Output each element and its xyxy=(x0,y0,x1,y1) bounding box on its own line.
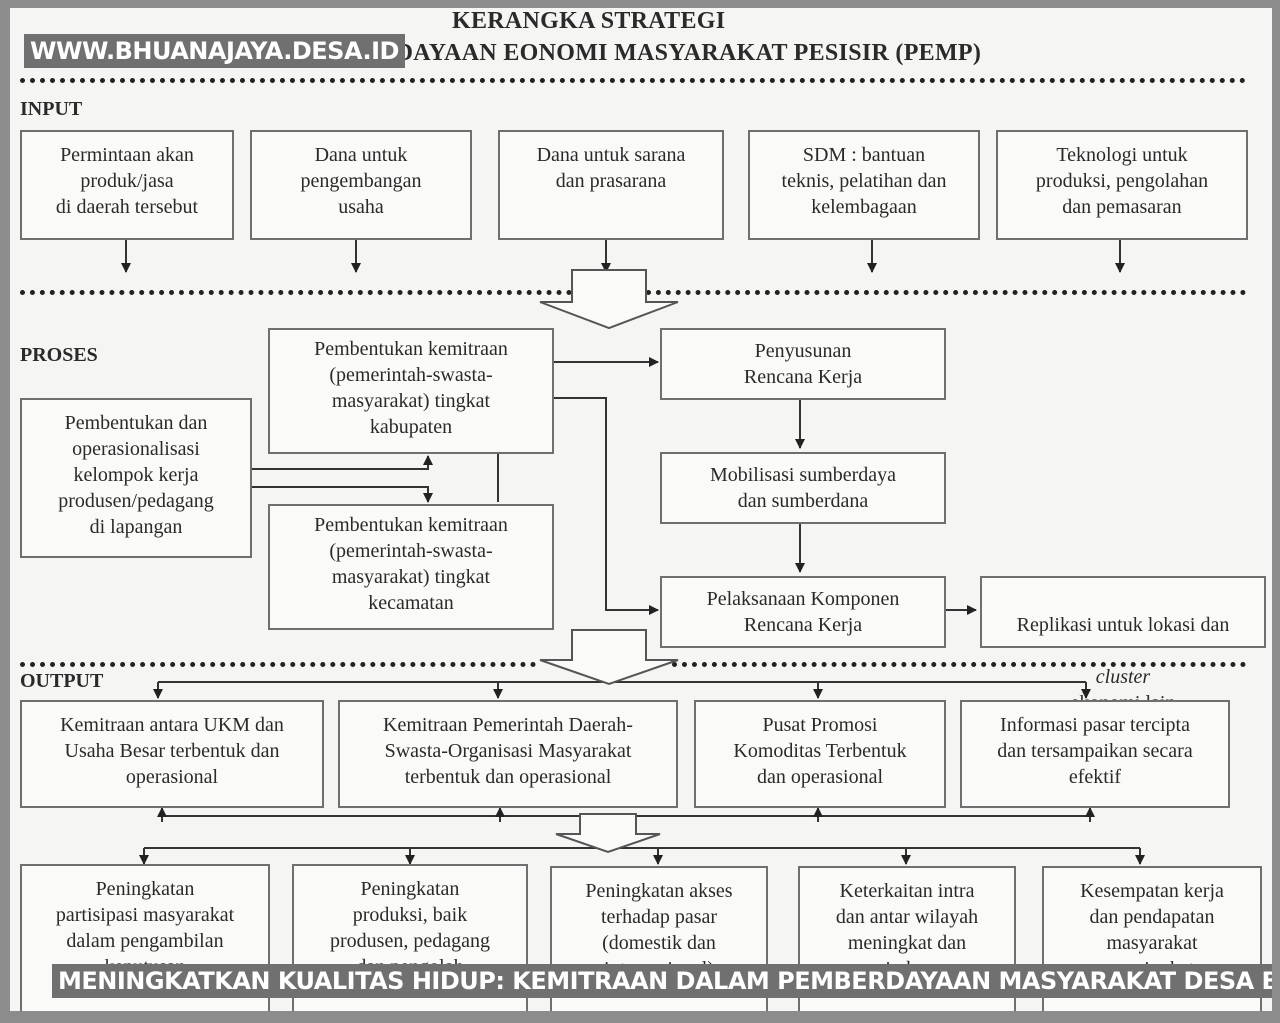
input-box-sdm: SDM : bantuan teknis, pelatihan dan kele… xyxy=(748,130,980,240)
replikasi-text-cluster: cluster xyxy=(1095,666,1151,688)
process-box-kemitraan-kecamatan: Pembentukan kemitraan (pemerintah-swasta… xyxy=(268,504,554,630)
output-box-kemitraan-pemda: Kemitraan Pemerintah Daerah- Swasta-Orga… xyxy=(338,700,678,808)
process-box-replikasi: Replikasi untuk lokasi dan cluster ekono… xyxy=(980,576,1266,714)
watermark-banner: WWW.BHUANAJAYA.DESA.ID xyxy=(24,34,405,68)
output-box-pusat-promosi: Pusat Promosi Komoditas Terbentuk dan op… xyxy=(694,700,946,808)
separator-top xyxy=(20,78,1246,83)
replikasi-text-prefix: Replikasi untuk lokasi dan xyxy=(1016,614,1230,636)
process-box-pelaksanaan: Pelaksanaan Komponen Rencana Kerja xyxy=(660,576,946,648)
input-box-dana-usaha: Dana untuk pengembangan usaha xyxy=(250,130,472,240)
process-box-kelompok-kerja: Pembentukan dan operasionalisasi kelompo… xyxy=(20,398,252,558)
diagram-title-line1: KERANGKA STRATEGI xyxy=(452,8,726,34)
separator-proses-output-right xyxy=(672,662,1246,667)
process-box-rencana-kerja: Penyusunan Rencana Kerja xyxy=(660,328,946,400)
connector-lines xyxy=(121,240,1145,865)
section-label-output: OUTPUT xyxy=(20,670,104,692)
output-box-kemitraan-ukm: Kemitraan antara UKM dan Usaha Besar ter… xyxy=(20,700,324,808)
separator-input-proses-left xyxy=(20,290,572,295)
input-box-teknologi: Teknologi untuk produksi, pengolahan dan… xyxy=(996,130,1248,240)
separator-proses-output-left xyxy=(20,662,536,667)
output-box-informasi-pasar: Informasi pasar tercipta dan tersampaika… xyxy=(960,700,1230,808)
process-box-mobilisasi: Mobilisasi sumberdaya dan sumberdana xyxy=(660,452,946,524)
process-box-kemitraan-kabupaten: Pembentukan kemitraan (pemerintah-swasta… xyxy=(268,328,554,454)
section-label-proses: PROSES xyxy=(20,344,98,366)
section-label-input: INPUT xyxy=(20,98,83,120)
caption-banner: MENINGKATKAN KUALITAS HIDUP: KEMITRAAN D… xyxy=(52,964,1272,998)
separator-input-proses-right xyxy=(646,290,1246,295)
input-box-permintaan: Permintaan akan produk/jasa di daerah te… xyxy=(20,130,234,240)
diagram-title-line2: RDAYAAN EONOMI MASYARAKAT PESISIR (PEMP) xyxy=(378,40,982,66)
diagram-frame: KERANGKA STRATEGI RDAYAAN EONOMI MASYARA… xyxy=(10,8,1272,1011)
input-box-dana-sarana: Dana untuk sarana dan prasarana xyxy=(498,130,724,240)
